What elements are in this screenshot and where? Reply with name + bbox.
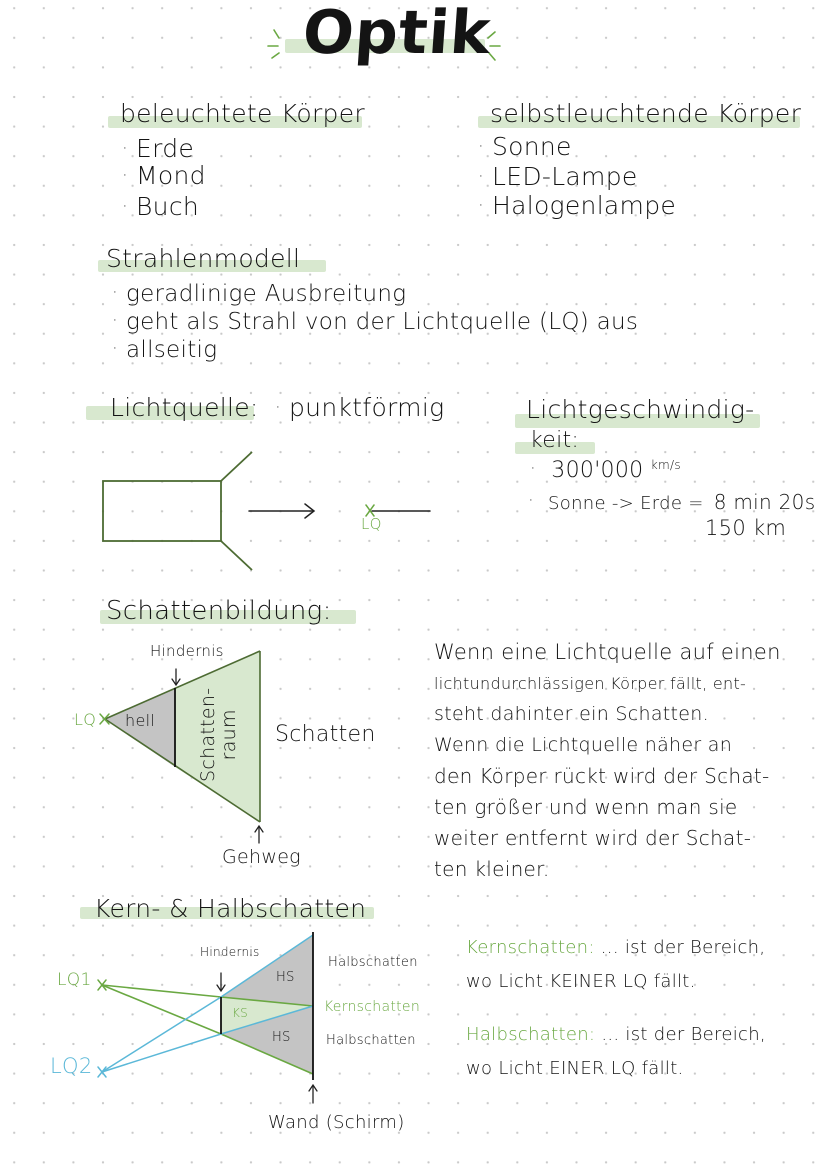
light-speed-value-row: 300'000 km/s: [530, 458, 681, 483]
definition-text: wo Licht EINER LQ fällt.: [466, 1058, 684, 1079]
heading-highlight: [515, 414, 760, 428]
obstacle-label: Hindernis: [200, 945, 260, 959]
half-shadow-label-upper: Halbschatten: [328, 955, 418, 970]
list-item: Mond: [122, 162, 206, 189]
light-source-type: punktförmig: [275, 393, 444, 422]
list-item: geht als Strahl von der Lichtquelle (LQ)…: [112, 307, 638, 336]
core-half-shadow-heading: Kern- & Halbschatten: [94, 894, 367, 923]
heading-highlight: [108, 116, 362, 128]
explanation-line: lichtundurchlässigen Körper fällt, ent-: [434, 674, 747, 693]
list-item: allseitig: [112, 335, 217, 364]
heading-highlight: [98, 260, 326, 272]
definition-text: wo Licht KEINER LQ fällt.: [466, 971, 696, 992]
sun-earth-label: Sonne -> Erde =: [548, 493, 704, 514]
hs-label-upper: HS: [276, 970, 295, 985]
light-speed-heading-line2: keit:: [530, 428, 580, 453]
explanation-line: weiter entfernt wird der Schat-: [434, 826, 752, 850]
lq-label: LQ: [361, 515, 382, 533]
list-item: geradlinige Ausbreitung: [112, 279, 406, 308]
explanation-line: ten größer und wenn man sie: [434, 795, 738, 819]
ray-model-heading: Strahlenmodell: [106, 244, 301, 273]
explanation-line: Wenn eine Lichtquelle auf einen: [434, 640, 781, 664]
shadow-explanation: Wenn eine Lichtquelle auf einen lichtund…: [434, 637, 781, 885]
light-speed-heading-line1: Lichtgeschwindig-: [526, 395, 755, 424]
wall-label: Wand (Schirm): [268, 1112, 405, 1133]
list-item: Sonne: [478, 133, 572, 160]
explanation-line: steht dahinter ein Schatten.: [434, 703, 709, 725]
list-item: Erde: [122, 135, 194, 162]
heading-highlight: [478, 116, 800, 128]
ks-label: KS: [232, 1006, 249, 1020]
explanation-line: den Körper rückt wird der Schat-: [434, 764, 770, 788]
definition-term: Kernschatten:: [466, 937, 595, 958]
heading-highlight: [80, 907, 374, 919]
definition-text: ... ist der Bereich,: [600, 937, 766, 958]
sun-earth-row: Sonne -> Erde = 8 min 20s: [528, 490, 815, 514]
light-source-heading: Lichtquelle:: [110, 393, 259, 422]
light-speed-value: 300'000: [551, 458, 644, 483]
definition-term: Halbschatten:: [466, 1024, 596, 1045]
source-label: LQ: [74, 710, 97, 729]
explanation-line: Wenn die Lichtquelle näher an: [434, 734, 733, 756]
light-speed-unit: km/s: [650, 458, 681, 472]
explanation-line: ten kleiner.: [434, 857, 550, 881]
heading-highlight: [100, 610, 356, 624]
core-shadow-definition: Kernschatten: ... ist der Bereich, wo Li…: [466, 931, 765, 999]
hs-label-lower: HS: [272, 1030, 291, 1045]
source2-label: LQ2: [50, 1054, 93, 1078]
definition-text: ... ist der Bereich,: [601, 1024, 766, 1045]
half-shadow-definition: Halbschatten: ... ist der Bereich, wo Li…: [466, 1018, 766, 1086]
source1-label: LQ1: [57, 970, 92, 990]
shadow-formation-heading: Schattenbildung:: [106, 596, 332, 626]
heading-highlight: [515, 442, 595, 454]
surface-label: Gehweg: [222, 846, 301, 868]
sun-earth-distance: 150 km: [705, 516, 787, 540]
shadow-label: Schatten: [275, 722, 376, 747]
obstacle-label: Hindernis: [150, 642, 224, 660]
sun-earth-time: 8 min 20s: [713, 490, 816, 514]
half-shadow-label-lower: Halbschatten: [326, 1033, 416, 1048]
bright-label: hell: [125, 711, 156, 730]
lit-bodies-heading: beleuchtete Körper: [120, 99, 365, 128]
heading-highlight: [86, 406, 254, 420]
self-luminous-heading: selbstleuchtende Körper: [490, 99, 802, 128]
list-item: Buch: [122, 193, 199, 220]
list-item: LED-Lampe: [478, 163, 638, 190]
list-item: Halogenlampe: [478, 192, 676, 219]
core-shadow-label: Kernschatten: [324, 999, 420, 1015]
title-highlight: [285, 39, 485, 53]
